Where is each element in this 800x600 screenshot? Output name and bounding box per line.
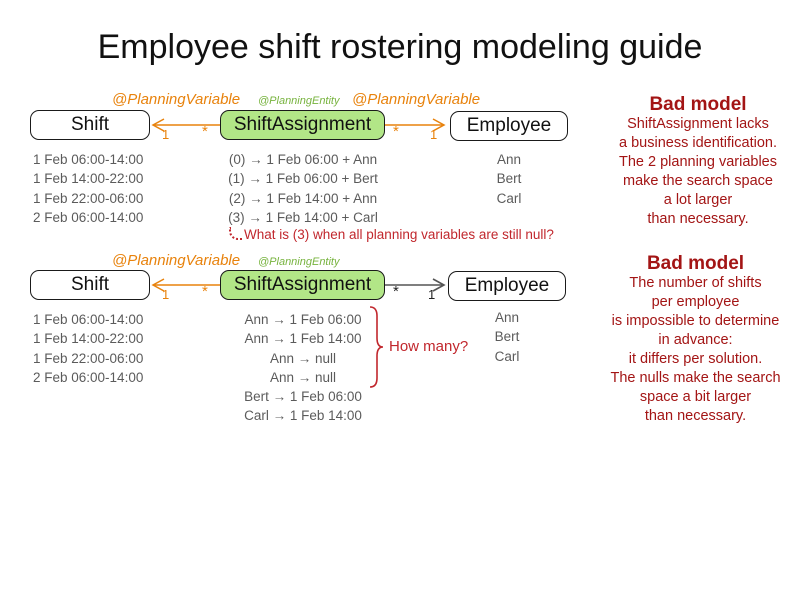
planning-variable-annotation-left-2: @PlanningVariable	[112, 252, 241, 269]
employee-instance-list-1: Ann Bert Carl	[450, 150, 568, 208]
verdict-line: The number of shifts	[629, 275, 762, 291]
multiplicity-label: 1	[162, 287, 170, 302]
shift-class-box-1: Shift	[30, 110, 150, 140]
shift-assignment-class-label: ShiftAssignment	[233, 114, 372, 135]
list-item: 1 Feb 06:00-14:00	[33, 152, 144, 167]
page-title: Employee shift rostering modeling guide	[97, 28, 703, 66]
list-item: 1 Feb 14:00-22:00	[33, 331, 144, 347]
multiplicity-label: *	[202, 283, 208, 300]
planning-variable-annotation-left-1: @PlanningVariable	[112, 91, 241, 108]
list-item: 2 Feb 06:00-14:00	[33, 209, 144, 225]
shift-instance-list-2: 1 Feb 06:00-14:00 1 Feb 14:00-22:00 1 Fe…	[33, 310, 163, 387]
list-item: 1 Feb 22:00-06:00	[33, 350, 144, 366]
list-item: Bert → 1 Feb 06:00	[244, 389, 362, 405]
employee-instance-list-2: Ann Bert Carl	[448, 308, 566, 366]
verdict-line: make the search space	[623, 173, 773, 189]
list-item: Ann → null	[269, 369, 337, 385]
list-item: Bert	[496, 171, 522, 187]
list-item: (2) → 1 Feb 14:00 + Ann	[228, 190, 378, 206]
planning-variable-annotation-right-1: @PlanningVariable	[352, 91, 481, 108]
brace-icon	[369, 306, 384, 388]
shift-assignment-class-box-1: ShiftAssignment	[220, 110, 385, 140]
employee-association-arrow-1	[385, 118, 446, 132]
verdict-block-1: Bad model ShiftAssignment lacks a busine…	[593, 94, 800, 229]
multiplicity-label: 1	[428, 287, 436, 302]
shift-class-label: Shift	[70, 274, 110, 295]
employee-class-box-1: Employee	[450, 111, 568, 141]
employee-class-label: Employee	[464, 275, 550, 296]
verdict-line: The nulls make the search	[610, 370, 781, 386]
list-item: Carl → 1 Feb 14:00	[244, 408, 362, 424]
list-item: (3) → 1 Feb 14:00 + Carl	[228, 209, 378, 225]
verdict-title: Bad model	[646, 253, 745, 274]
shift-association-arrow-1	[151, 118, 220, 132]
planning-entity-annotation-2: @PlanningEntity	[258, 256, 340, 268]
verdict-line: than necessary.	[644, 408, 747, 424]
shift-assignment-class-box-2: ShiftAssignment	[220, 270, 385, 300]
dotted-arrow-icon	[229, 227, 242, 240]
verdict-block-2: Bad model The number of shifts per emplo…	[588, 253, 800, 426]
list-item: 2 Feb 06:00-14:00	[33, 369, 144, 385]
list-item: Carl	[494, 348, 520, 364]
verdict-line: in advance:	[658, 332, 733, 348]
list-item: Ann → 1 Feb 06:00	[244, 312, 362, 327]
verdict-line: a business identification.	[619, 135, 777, 151]
verdict-line: The 2 planning variables	[619, 154, 777, 170]
list-item: 1 Feb 06:00-14:00	[33, 312, 144, 327]
shift-assignment-class-label: ShiftAssignment	[233, 274, 372, 295]
multiplicity-label: 1	[430, 127, 438, 142]
assignment-instance-list-1: (0) → 1 Feb 06:00 + Ann (1) → 1 Feb 06:0…	[213, 150, 393, 227]
verdict-line: than necessary.	[647, 211, 749, 227]
verdict-line: is impossible to determine	[611, 313, 780, 329]
planning-entity-annotation-1: @PlanningEntity	[258, 95, 340, 107]
list-item: Ann	[494, 310, 520, 325]
multiplicity-label: *	[202, 123, 208, 140]
list-item: 1 Feb 22:00-06:00	[33, 190, 144, 206]
verdict-title: Bad model	[649, 94, 747, 115]
multiplicity-label: *	[393, 283, 399, 300]
list-item: Bert	[494, 329, 520, 345]
shift-association-arrow-2	[151, 278, 220, 292]
shift-class-box-2: Shift	[30, 270, 150, 300]
employee-class-box-2: Employee	[448, 271, 566, 301]
verdict-line: space a bit larger	[639, 389, 752, 405]
multiplicity-label: 1	[162, 127, 170, 142]
employee-class-label: Employee	[466, 115, 552, 136]
list-item: (1) → 1 Feb 06:00 + Bert	[228, 171, 378, 187]
null-variables-question: What is (3) when all planning variables …	[244, 227, 554, 242]
list-item: Ann → null	[269, 350, 337, 366]
verdict-line: ShiftAssignment lacks	[627, 116, 769, 132]
how-many-question: How many?	[389, 338, 469, 355]
list-item: (0) → 1 Feb 06:00 + Ann	[228, 152, 378, 167]
assignment-instance-list-2: Ann → 1 Feb 06:00 Ann → 1 Feb 14:00 Ann …	[213, 310, 393, 426]
verdict-line: per employee	[651, 294, 740, 310]
shift-instance-list-1: 1 Feb 06:00-14:00 1 Feb 14:00-22:00 1 Fe…	[33, 150, 163, 227]
multiplicity-label: *	[393, 123, 399, 140]
shift-class-label: Shift	[70, 114, 110, 135]
verdict-line: it differs per solution.	[628, 351, 763, 367]
employee-association-arrow-2	[385, 278, 446, 292]
list-item: 1 Feb 14:00-22:00	[33, 171, 144, 187]
list-item: Ann	[496, 152, 522, 167]
list-item: Carl	[496, 190, 522, 206]
list-item: Ann → 1 Feb 14:00	[244, 331, 362, 347]
verdict-line: a lot larger	[663, 192, 733, 208]
